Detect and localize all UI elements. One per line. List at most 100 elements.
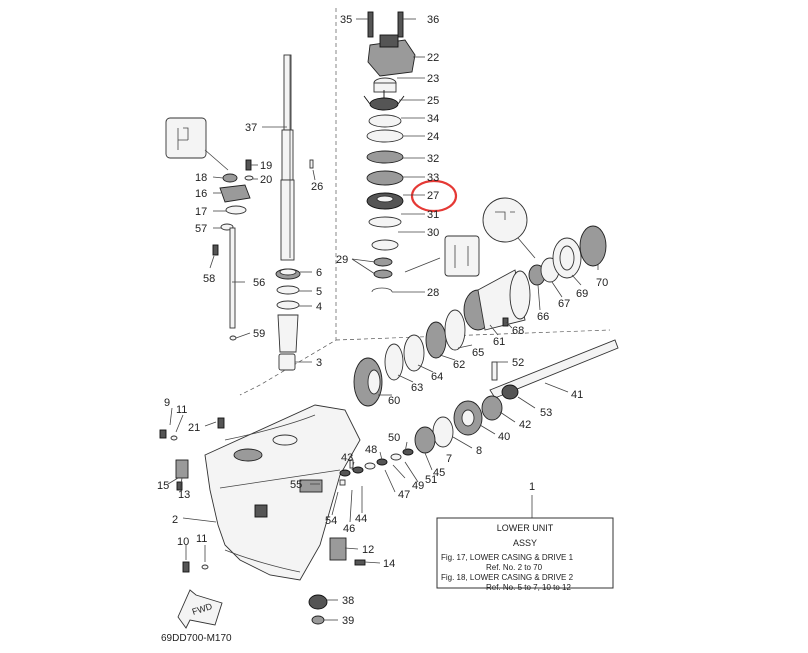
- diagram-code: 69DD700-M170: [161, 633, 232, 644]
- callout-60: 60: [388, 395, 400, 407]
- bearing-6: [275, 268, 301, 280]
- highlight-ring: [410, 179, 458, 213]
- callout-32: 32: [427, 153, 439, 165]
- callout-9: 9: [164, 397, 170, 409]
- legend: 1 LOWER UNIT ASSY Fig. 17, LOWER CASING …: [436, 481, 614, 592]
- forward-gear-60: [353, 357, 383, 407]
- callout-59: 59: [253, 328, 265, 340]
- callout-57: 57: [195, 223, 207, 235]
- needle-bearing-69: [552, 237, 582, 279]
- callout-5: 5: [316, 286, 322, 298]
- o-ring-65: [444, 309, 466, 351]
- oil-seals-29: [373, 257, 393, 279]
- bolt-35: [367, 11, 374, 38]
- bearing-3: [278, 353, 296, 371]
- callout-8: 8: [476, 445, 482, 457]
- callout-45: 45: [433, 467, 445, 479]
- o-ring-30: [371, 239, 399, 251]
- gasket-34: [368, 114, 402, 128]
- bolt-15: [176, 481, 183, 491]
- pin-26: [309, 159, 314, 169]
- callout-37: 37: [245, 122, 257, 134]
- callout-24: 24: [427, 131, 439, 143]
- callout-6: 6: [316, 267, 322, 279]
- callout-55: 55: [290, 479, 302, 491]
- dog-clutch-42: [481, 395, 503, 421]
- washer-4: [276, 300, 300, 310]
- callout-22: 22: [427, 52, 439, 64]
- anode-12: [329, 537, 347, 561]
- plate-24: [366, 129, 404, 143]
- sleeve: [277, 314, 299, 353]
- callout-67: 67: [558, 298, 570, 310]
- legend-title: LOWER UNIT: [497, 523, 554, 533]
- shim-63: [384, 343, 404, 381]
- callout-61: 61: [493, 336, 505, 348]
- callout-53: 53: [540, 407, 552, 419]
- callout-66: 66: [537, 311, 549, 323]
- callout-38: 38: [342, 595, 354, 607]
- callout-41: 41: [571, 389, 583, 401]
- callout-30: 30: [427, 227, 439, 239]
- screw-19: [245, 159, 252, 171]
- callout-4: 4: [316, 301, 322, 313]
- callout-7: 7: [446, 453, 452, 465]
- washer-11: [170, 435, 178, 441]
- callout-16: 16: [195, 188, 207, 200]
- callout-10: 10: [177, 536, 189, 548]
- callout-42: 42: [519, 419, 531, 431]
- shift-rod-tool-view-left: [165, 117, 229, 171]
- callout-28: 28: [427, 287, 439, 299]
- callout-36: 36: [427, 14, 439, 26]
- pump-housing-22: [367, 34, 416, 77]
- callout-11-lower: 11: [196, 533, 207, 545]
- spring-53: [501, 384, 519, 400]
- callout-19: 19: [260, 160, 272, 172]
- legend-fig2: Fig. 18, LOWER CASING & DRIVE 2: [441, 573, 574, 582]
- shim-5: [276, 285, 300, 295]
- bolt-36: [397, 11, 404, 38]
- callout-26: 26: [311, 181, 323, 193]
- callout-62: 62: [453, 359, 465, 371]
- callout-3: 3: [316, 357, 322, 369]
- callout-39: 39: [342, 615, 354, 627]
- o-ring-17: [225, 205, 247, 215]
- plug-38: [308, 594, 328, 610]
- legend-fig1: Fig. 17, LOWER CASING & DRIVE 1: [441, 553, 574, 562]
- callout-63: 63: [411, 382, 423, 394]
- gasket-32: [366, 150, 404, 164]
- callout-33: 33: [427, 172, 439, 184]
- pump-case-33: [366, 170, 404, 186]
- callout-13: 13: [178, 489, 190, 501]
- thrust-washer-8: [432, 416, 454, 448]
- callout-43: 43: [341, 452, 353, 464]
- gasket-39: [311, 615, 325, 625]
- legend-subtitle: ASSY: [513, 538, 537, 548]
- washer-70: [579, 225, 607, 267]
- washer-20: [244, 175, 254, 181]
- callout-70: 70: [596, 277, 608, 289]
- callout-51: 51: [425, 474, 437, 486]
- legend-ref2: Ref. No. 5 to 7, 10 to 12: [486, 583, 571, 592]
- bearing-7: [414, 426, 436, 454]
- callout-58: 58: [203, 273, 215, 285]
- circlip-28: [371, 287, 393, 293]
- bolt-68: [502, 317, 509, 327]
- callout-34: 34: [427, 113, 439, 125]
- seal-tool-view-right: [482, 197, 536, 259]
- bearing-62: [425, 321, 447, 359]
- shift-rod-56: [229, 227, 236, 329]
- shift-rod-holder-18: [222, 173, 238, 183]
- pin-52: [491, 361, 498, 381]
- impeller-25: [363, 90, 405, 111]
- callout-56: 56: [253, 277, 265, 289]
- propeller-shaft-41: [489, 339, 619, 399]
- legend-ref1: Ref. No. 2 to 70: [486, 563, 543, 572]
- seal-tool-view-center: [404, 235, 480, 277]
- screw-10: [182, 561, 190, 573]
- bolt-58: [212, 244, 219, 256]
- bearing-64: [403, 334, 425, 372]
- fwd-arrow: FWD: [177, 589, 223, 629]
- callout-52: 52: [512, 357, 524, 369]
- callout-68: 68: [512, 325, 524, 337]
